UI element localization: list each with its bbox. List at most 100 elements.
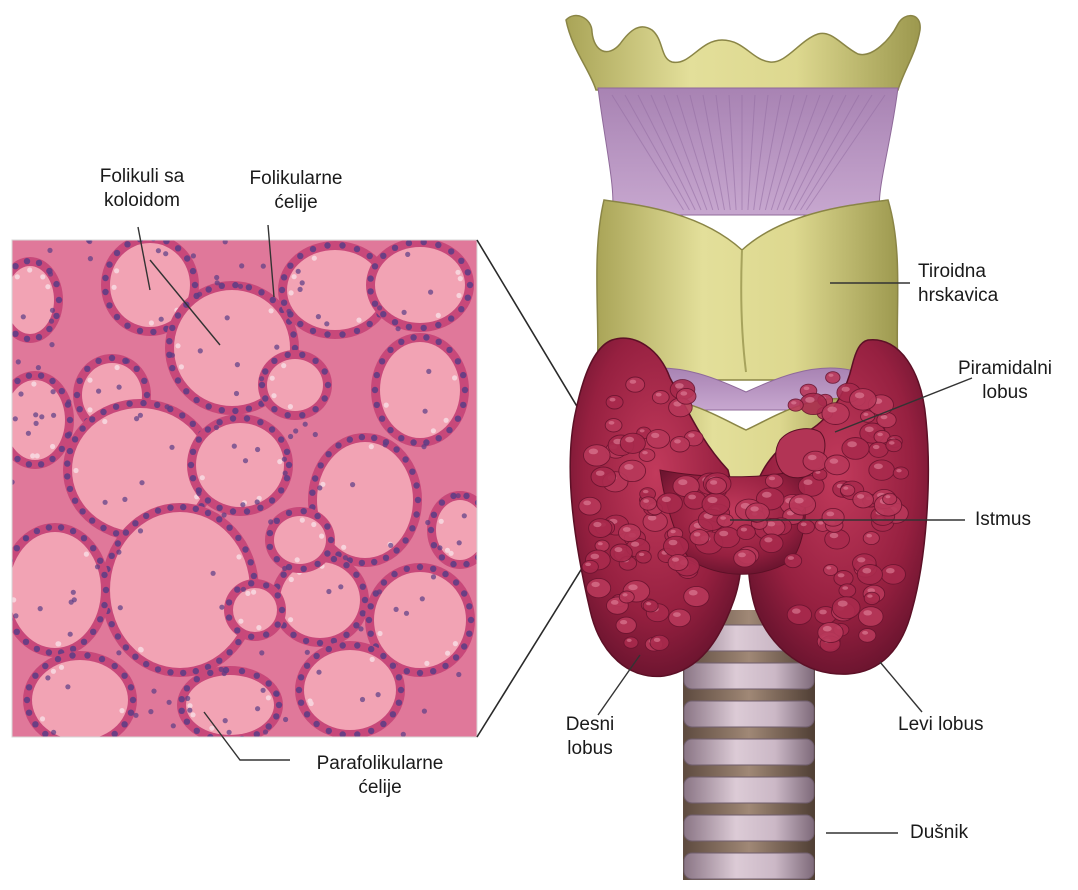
lobule-highlight [889, 441, 895, 445]
stroma-nucleus [96, 389, 101, 394]
cell-nucleus [390, 711, 396, 717]
gland-lobule [579, 497, 601, 515]
colloid-vacuole [209, 726, 214, 731]
cell-nucleus [285, 352, 291, 358]
lobule-highlight [826, 512, 834, 517]
cell-nucleus [2, 602, 8, 608]
lobule-highlight [583, 501, 591, 506]
stroma-nucleus [47, 248, 52, 253]
cell-nucleus [12, 331, 18, 337]
stroma-nucleus [313, 432, 318, 437]
cell-nucleus [360, 584, 366, 590]
cell-nucleus [446, 427, 452, 433]
gland-lobule [863, 532, 879, 545]
cell-nucleus [298, 674, 304, 680]
cell-nucleus [367, 288, 373, 294]
cell-nucleus [216, 419, 222, 425]
cell-nucleus [417, 670, 423, 676]
cell-nucleus [175, 312, 181, 318]
lobule-highlight [680, 391, 687, 395]
cell-nucleus [280, 572, 286, 578]
colloid-vacuole [292, 274, 297, 279]
cell-nucleus [259, 382, 265, 388]
cell-nucleus [453, 579, 459, 585]
cell-nucleus [251, 573, 257, 579]
follicle-colloid [267, 359, 323, 411]
colloid-vacuole [277, 459, 282, 464]
lobule-highlight [857, 557, 865, 562]
stroma-nucleus [116, 550, 121, 555]
cell-nucleus [353, 622, 359, 628]
colloid-vacuole [115, 365, 120, 370]
stroma-nucleus [401, 732, 406, 737]
gland-lobule [839, 584, 856, 597]
lobule-highlight [792, 608, 801, 613]
lobule-highlight [857, 494, 864, 499]
cell-nucleus [26, 710, 32, 716]
cell-nucleus [56, 297, 62, 303]
cell-nucleus [184, 719, 190, 725]
cell-nucleus [309, 490, 315, 496]
cell-nucleus [143, 661, 149, 667]
cell-nucleus [368, 728, 374, 734]
stroma-nucleus [21, 314, 26, 319]
cell-nucleus [322, 395, 328, 401]
colloid-vacuole [300, 518, 305, 523]
colloid-vacuole [384, 403, 389, 408]
lobule-highlight [788, 556, 794, 560]
gland-lobule [636, 551, 652, 564]
cell-nucleus [257, 419, 263, 425]
cell-nucleus [278, 487, 284, 493]
gland-lobule [619, 460, 646, 481]
cell-nucleus [435, 242, 441, 248]
gland-lobule [624, 637, 638, 648]
gland-lobule [605, 419, 622, 432]
cell-nucleus [59, 388, 65, 394]
colloid-vacuole [50, 444, 55, 449]
cell-nucleus [77, 378, 83, 384]
colloid-vacuole [271, 393, 276, 398]
cell-nucleus [89, 416, 95, 422]
cell-nucleus [3, 320, 9, 326]
cell-nucleus [166, 338, 172, 344]
lobule-highlight [662, 497, 671, 503]
cell-nucleus [190, 421, 196, 427]
cell-nucleus [248, 634, 254, 640]
stroma-nucleus [241, 587, 246, 592]
gland-lobule [706, 477, 727, 494]
gland-lobule [840, 485, 854, 497]
cell-nucleus [130, 697, 136, 703]
cell-nucleus [114, 314, 120, 320]
cell-nucleus [462, 387, 468, 393]
lobule-highlight [694, 532, 701, 536]
follicle-colloid [233, 588, 277, 632]
stroma-nucleus [239, 263, 244, 268]
lobule-highlight [656, 393, 662, 397]
cell-nucleus [318, 462, 324, 468]
cell-nucleus [466, 603, 472, 609]
cell-nucleus [207, 670, 213, 676]
cell-nucleus [126, 401, 132, 407]
cell-nucleus [84, 652, 90, 658]
stroma-nucleus [198, 348, 203, 353]
cell-nucleus [326, 646, 332, 652]
cell-nucleus [390, 663, 396, 669]
cell-nucleus [190, 268, 196, 274]
lobule-highlight [625, 437, 634, 443]
cell-nucleus [324, 523, 330, 529]
cell-nucleus [360, 610, 366, 616]
cell-nucleus [90, 545, 96, 551]
cell-nucleus [106, 261, 112, 267]
cell-nucleus [340, 642, 346, 648]
cell-nucleus [263, 631, 269, 637]
cell-nucleus [5, 446, 11, 452]
cell-nucleus [192, 282, 198, 288]
cell-nucleus [367, 253, 373, 259]
cell-nucleus [359, 434, 365, 440]
stroma-nucleus [45, 675, 50, 680]
colloid-vacuole [73, 468, 78, 473]
gland-lobule [650, 635, 669, 650]
cell-nucleus [109, 355, 115, 361]
cell-nucleus [53, 313, 59, 319]
cell-nucleus [372, 263, 378, 269]
